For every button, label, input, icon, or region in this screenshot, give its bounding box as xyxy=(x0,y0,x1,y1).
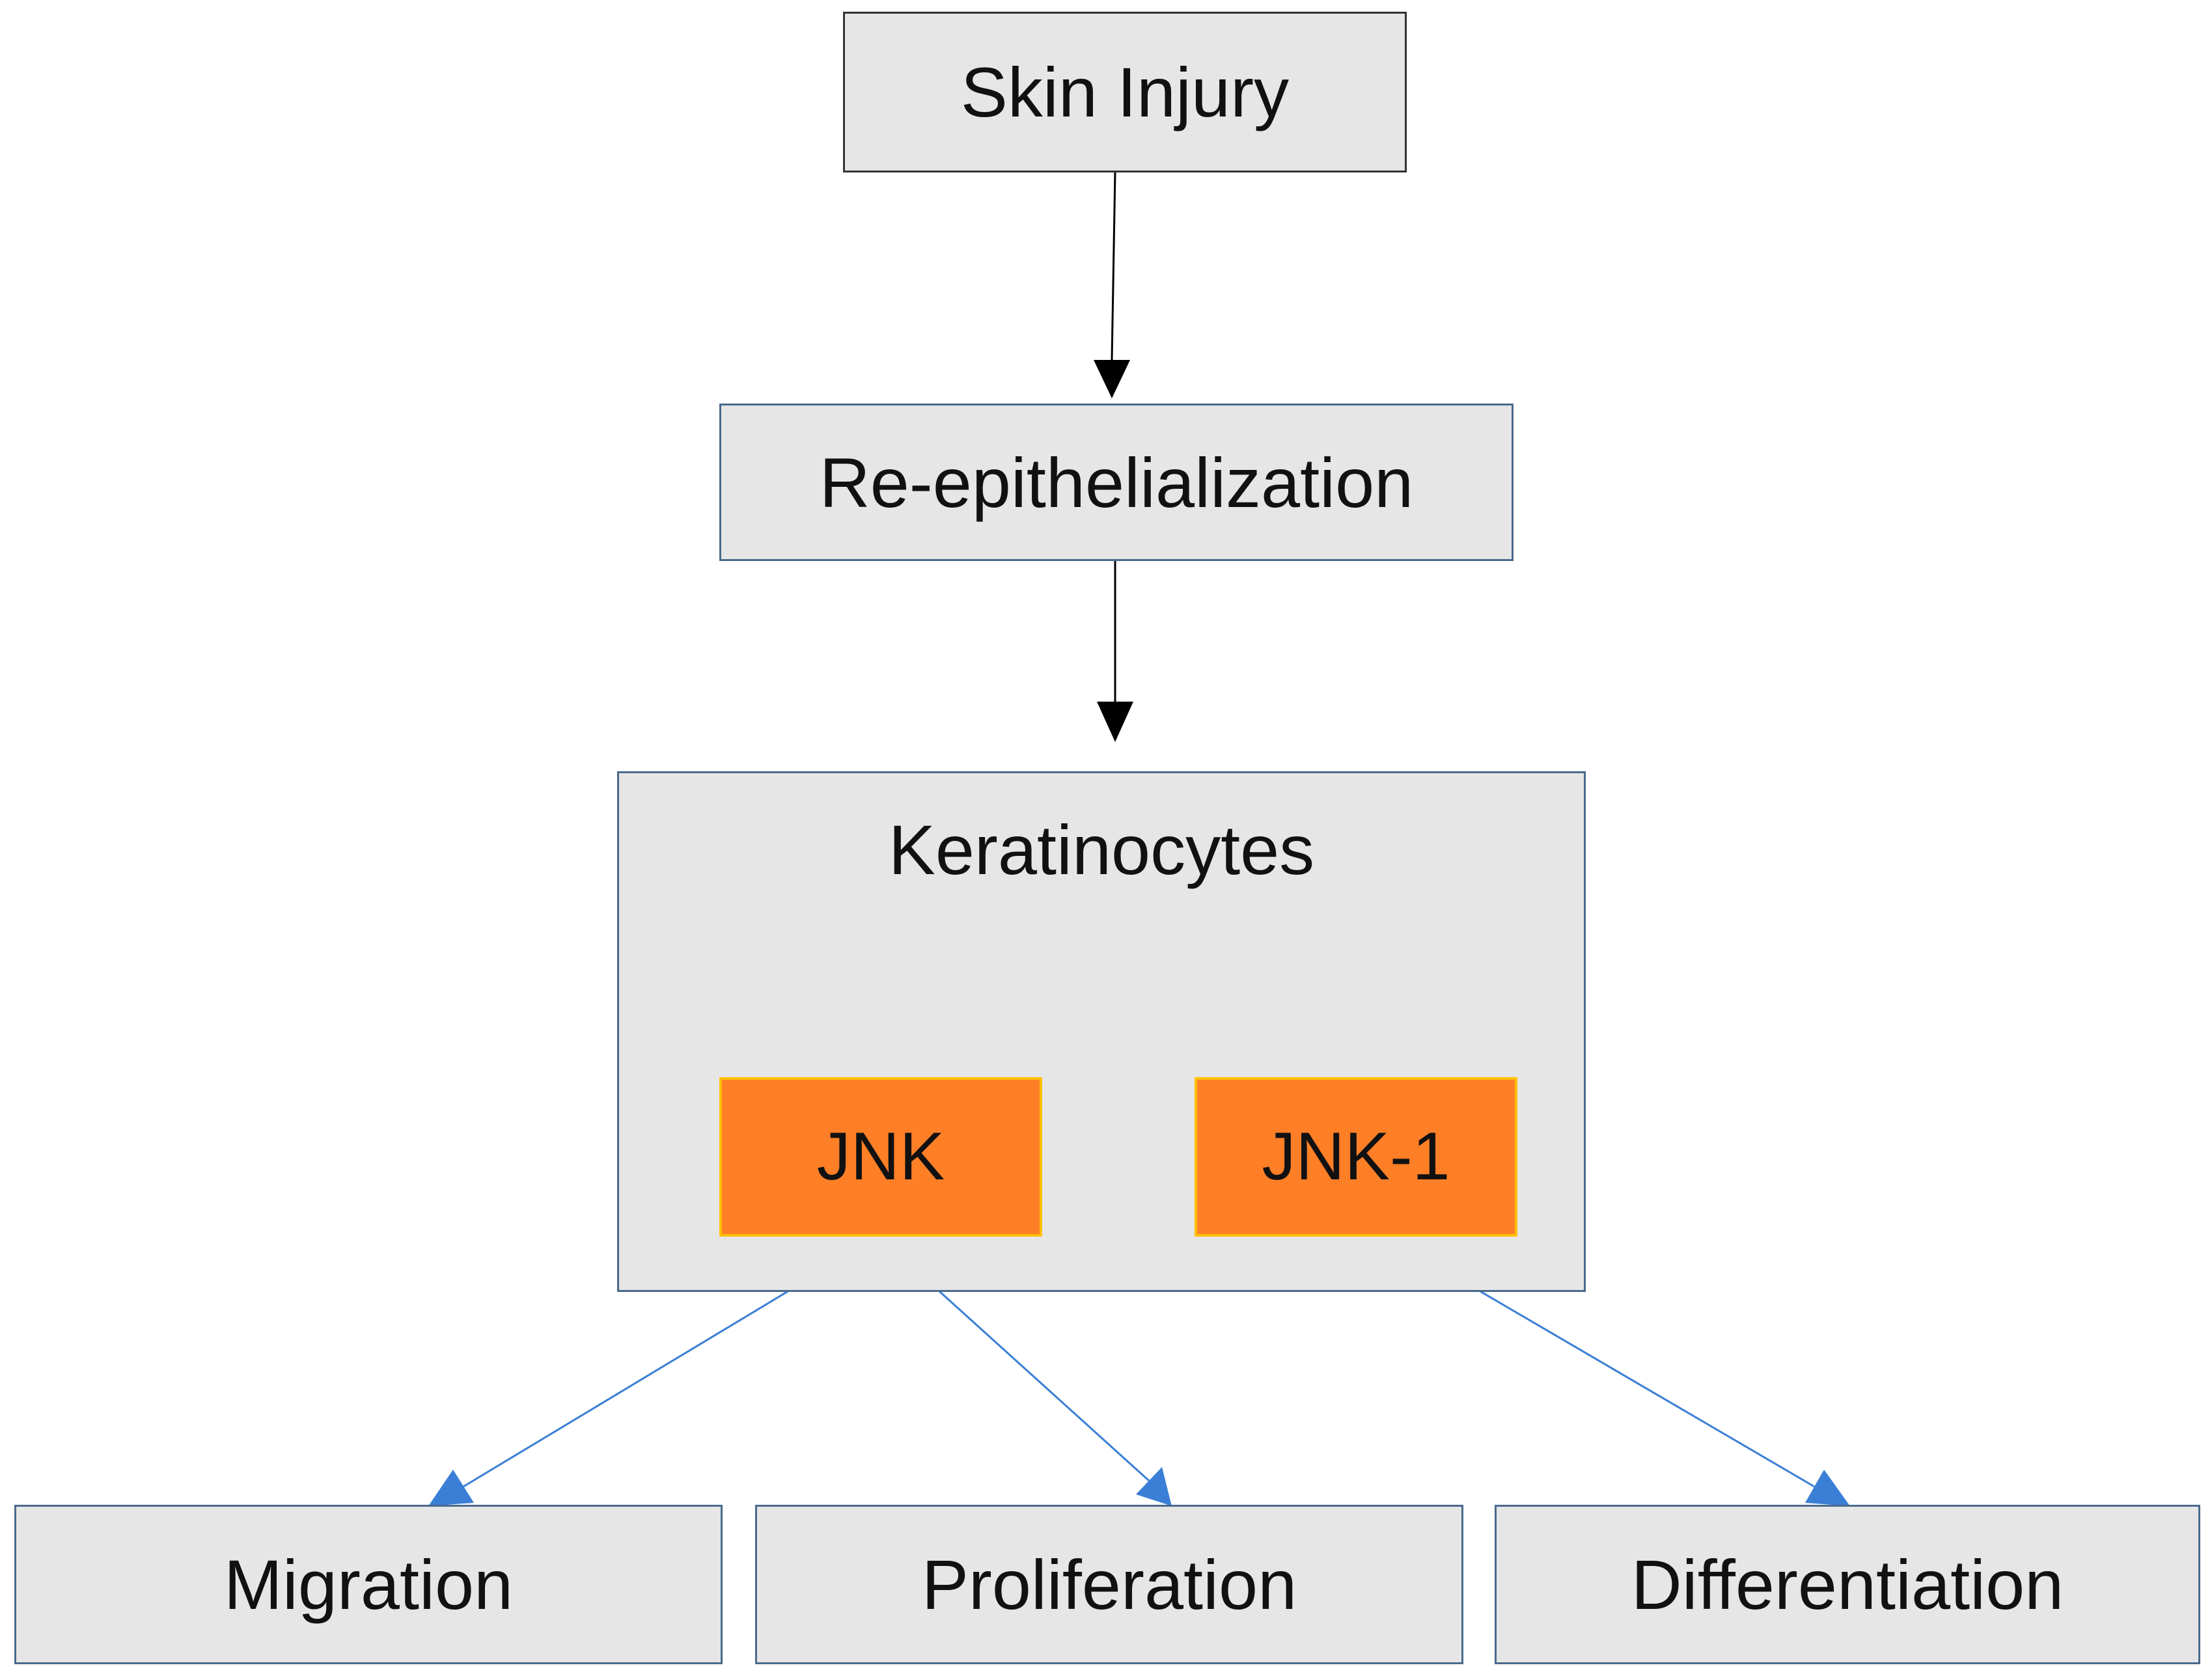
re-epithelialization-label: Re-epithelialization xyxy=(819,443,1414,522)
arrowhead xyxy=(1805,1470,1850,1506)
arrowhead xyxy=(428,1470,474,1506)
arrowhead xyxy=(1097,702,1133,742)
arrowhead xyxy=(1094,360,1130,398)
skin-injury-label: Skin Injury xyxy=(960,53,1290,131)
edge-re-epithelialization-to-keratinocytes xyxy=(1097,561,1133,742)
edge-skin-injury-to-re-epithelialization xyxy=(1094,172,1130,398)
jnk-1-label: JNK-1 xyxy=(1262,1119,1450,1194)
skin-injury-box: Skin Injury xyxy=(843,12,1407,172)
jnk-1-box: JNK-1 xyxy=(1195,1077,1517,1237)
differentiation-box: Differentiation xyxy=(1495,1505,2200,1664)
differentiation-label: Differentiation xyxy=(1631,1545,2064,1624)
jnk-box: JNK xyxy=(719,1077,1042,1237)
arrowhead xyxy=(1136,1467,1172,1506)
re-epithelialization-box: Re-epithelialization xyxy=(719,404,1514,561)
migration-label: Migration xyxy=(223,1545,514,1624)
migration-box: Migration xyxy=(14,1505,723,1664)
proliferation-label: Proliferation xyxy=(921,1545,1297,1624)
jnk-label: JNK xyxy=(816,1119,945,1194)
proliferation-box: Proliferation xyxy=(755,1505,1463,1664)
keratinocytes-label: Keratinocytes xyxy=(888,810,1315,889)
